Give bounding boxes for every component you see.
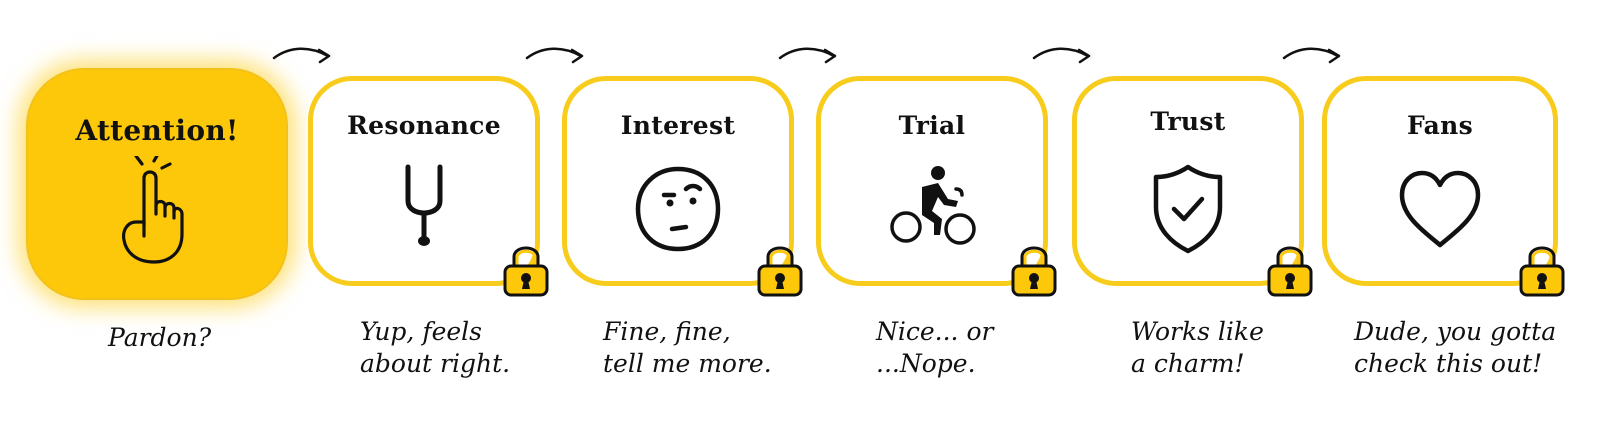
caption-line: ...Nope. (876, 349, 976, 378)
arrow-icon (1032, 47, 1091, 64)
stage-card-fans[interactable]: Fans (1322, 76, 1565, 297)
arrow-icon (272, 47, 331, 64)
caption-line: Dude, you gotta (1354, 317, 1557, 346)
lock-icon (1267, 246, 1313, 297)
caption-line: about right. (360, 349, 511, 378)
stage-title: Attention! (75, 114, 239, 147)
tuning-fork-icon (405, 164, 443, 246)
stage-caption: Nice... or ...Nope. (876, 316, 993, 380)
stage-card-attention[interactable]: Attention! (26, 68, 288, 300)
caption-line: Yup, feels (360, 317, 482, 346)
arrow-icon (778, 47, 837, 64)
caption-line: Pardon? (108, 323, 212, 352)
stage-title: Resonance (347, 111, 501, 140)
caption-line: Works like (1131, 317, 1264, 346)
lock-icon (1519, 246, 1565, 297)
lock-icon (1011, 246, 1057, 297)
lock-icon (503, 246, 549, 297)
stage-card-trial[interactable]: Trial (816, 76, 1057, 297)
stage-card-trust[interactable]: Trust (1072, 76, 1313, 297)
stage-title: Trust (1150, 107, 1226, 136)
caption-line: tell me more. (603, 349, 772, 378)
stage-caption: Fine, fine, tell me more. (603, 316, 772, 380)
arrow-icon (1282, 47, 1341, 64)
arrow-icon (525, 47, 584, 64)
stage-card-interest[interactable]: Interest (562, 76, 803, 297)
caption-line: a charm! (1131, 349, 1245, 378)
caption-line: check this out! (1354, 349, 1543, 378)
heart-icon (1399, 170, 1481, 248)
stage-card-resonance[interactable]: Resonance (308, 76, 549, 297)
stage-caption: Works like a charm! (1131, 316, 1264, 380)
stage-title: Fans (1406, 111, 1474, 140)
cyclist-icon (890, 166, 976, 245)
stage-title: Interest (620, 111, 736, 140)
stage-caption: Dude, you gotta check this out! (1354, 316, 1556, 380)
stage-title: Trial (898, 111, 966, 140)
lock-icon (757, 246, 803, 297)
stage-caption: Yup, feels about right. (360, 316, 510, 380)
pointing-hand-icon (122, 156, 184, 264)
stage-caption: Pardon? (108, 322, 211, 354)
shield-check-icon (1153, 164, 1223, 254)
skeptical-face-icon (635, 166, 721, 252)
caption-line: Fine, fine, (603, 317, 731, 346)
caption-line: Nice... or (876, 317, 994, 346)
